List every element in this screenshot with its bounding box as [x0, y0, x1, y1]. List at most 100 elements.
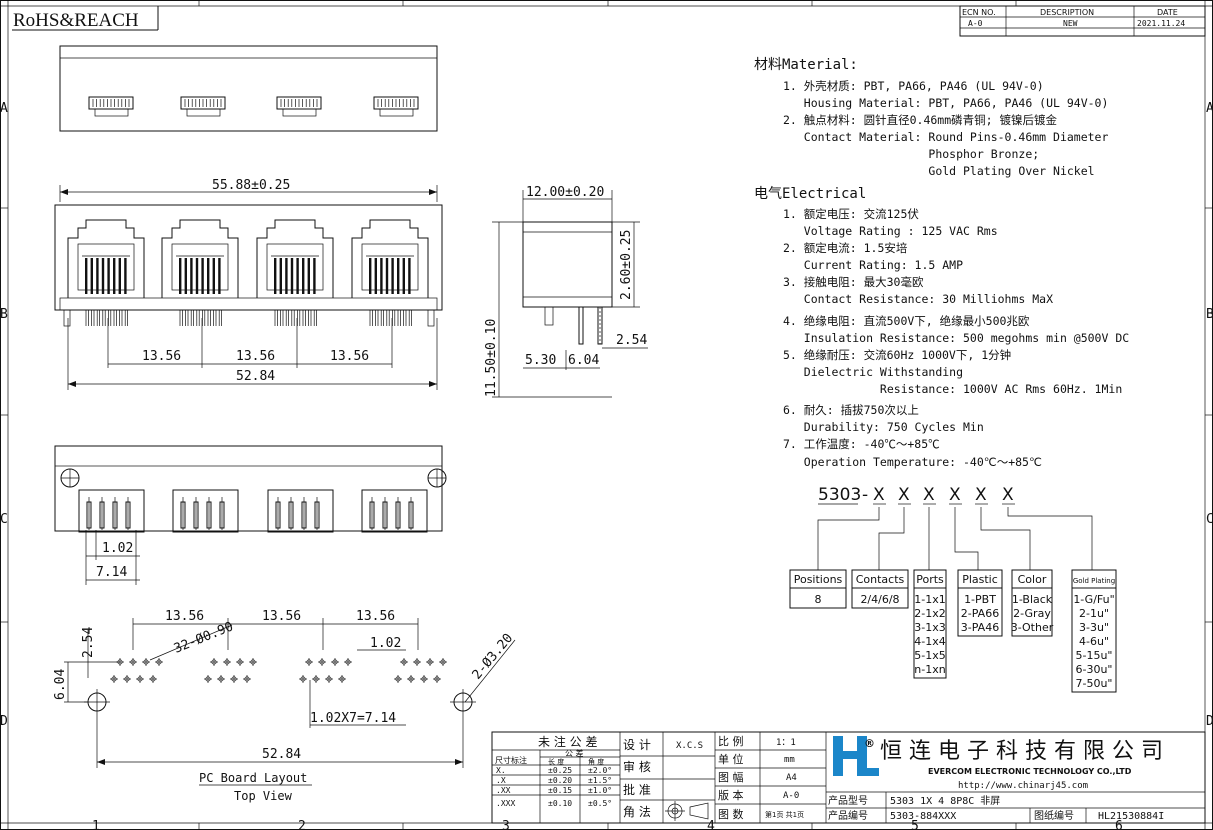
design-value: X.C.S: [676, 741, 703, 751]
pcb-span-dim: 1.02X7=7.14: [310, 711, 396, 726]
version-value: A-0: [783, 791, 799, 801]
pcb-row-dim: 2.54: [81, 627, 96, 658]
code-value: 5303-884XXX: [890, 811, 956, 822]
code-option: 4-1x4: [914, 635, 945, 648]
dim-side-height: 11.50±0.10: [484, 319, 499, 397]
part-slot: X: [923, 485, 935, 505]
unit-value: mm: [784, 755, 795, 765]
rohs-title: RoHS&REACH: [13, 10, 139, 31]
sheets-label: 图 数: [718, 808, 744, 821]
dwg-value: HL21530884I: [1098, 811, 1164, 822]
front-view: 55.88±0.25 13.56 13.56 13.56 52.84: [54, 178, 443, 390]
tol-len: ±0.20: [548, 776, 572, 785]
design-label: 设 计: [623, 738, 651, 752]
tol-len: ±0.15: [548, 786, 572, 795]
company-name-en: EVERCOM ELECTRONIC TECHNOLOGY CO.,LTD: [928, 767, 1132, 776]
part-dash: -: [862, 485, 868, 505]
front-port: [67, 219, 145, 298]
dim-side-pitch: 2.54: [616, 333, 647, 348]
material-line: Housing Material: PBT, PA66, PA46 (UL 94…: [783, 96, 1108, 110]
material-line: 2. 触点材料: 圆针直径0.46mm磷青铜; 镀镍后镀金: [783, 113, 1058, 127]
tol-key: X.: [496, 766, 506, 775]
col-label: 2: [298, 819, 306, 830]
logo-registered: ®: [864, 737, 875, 750]
row-label: A: [0, 101, 8, 116]
dim-pitch-3: 13.56: [330, 349, 369, 364]
ecn-table: ECN NO. DESCRIPTION DATE A-0 NEW 2021.11…: [959, 5, 1206, 37]
dim-pitch-2: 13.56: [236, 349, 275, 364]
code-option: 1-Black: [1012, 593, 1053, 606]
code-column: Contacts 2/4/6/8: [851, 569, 909, 609]
pcb-pitch-2: 13.56: [262, 609, 301, 624]
pcb-title: PC Board Layout: [199, 771, 307, 785]
spec-text: 材料Material: 1. 外壳材质: PBT, PA66, PA46 (UL…: [754, 57, 1129, 469]
code-column-label: Plastic: [962, 573, 998, 586]
ecn-desc: NEW: [1063, 19, 1078, 28]
ecn-no: A-0: [968, 19, 983, 28]
electrical-line: Insulation Resistance: 500 megohms min @…: [783, 331, 1129, 345]
code-option: 3-Other: [1011, 621, 1054, 634]
tol-key: .XXX: [496, 799, 515, 808]
tol-ang: ±1.0°: [588, 786, 612, 795]
code-option: 1-PBT: [964, 593, 996, 606]
electrical-line: 4. 绝缘电阻: 直流500V下, 绝缘最小500兆欧: [783, 314, 1030, 328]
version-label: 版 本: [718, 788, 744, 802]
port-windows: [88, 96, 419, 117]
unit-label: 单 位: [718, 752, 744, 766]
row-label: B: [1206, 307, 1213, 322]
tol-ang: ±1.5°: [588, 776, 612, 785]
frame-labels: 1 2 3 4 5 6 A B C D A B C D: [0, 101, 1213, 830]
dim-pin-span: 7.14: [96, 565, 127, 580]
part-code: 5303 - X X X X X X Positions8Contacts2/4…: [789, 485, 1117, 693]
code-option: 1-G/Fu": [1073, 593, 1114, 606]
dim-pitch-1: 13.56: [142, 349, 181, 364]
dim-side-b: 6.04: [568, 353, 599, 368]
dim-top-width: 55.88±0.25: [212, 178, 290, 193]
dim-side-a: 5.30: [525, 353, 556, 368]
tol-sub2: 角 度: [588, 757, 604, 766]
dim-bottom-width: 52.84: [236, 369, 275, 384]
code-option: 4-6u": [1079, 635, 1109, 648]
code-column-label: Ports: [916, 573, 944, 586]
col-label: 6: [1115, 819, 1123, 830]
electrical-line: Resistance: 1000V AC Rms 60Hz. 1Min: [783, 382, 1122, 396]
code-option: 2-PA66: [961, 607, 999, 620]
approve-label: 批 准: [623, 782, 651, 797]
ecn-date: 2021.11.24: [1137, 19, 1185, 28]
electrical-line: Contact Resistance: 30 Milliohms MaX: [783, 292, 1053, 306]
code-column: Gold Plating1-G/Fu"2-1u"3-3u"4-6u"5-15u"…: [1071, 569, 1117, 693]
scale-label: 比 例: [718, 734, 744, 748]
tol-len: ±0.25: [548, 766, 572, 775]
electrical-line: Current Rating: 1.5 AMP: [783, 258, 963, 272]
electrical-line: 2. 额定电流: 1.5安培: [783, 241, 908, 255]
part-slot: X: [898, 485, 910, 505]
tol-col1: 尺寸标注: [495, 755, 527, 765]
code-column-label: Color: [1018, 573, 1047, 586]
part-slot: X: [949, 485, 961, 505]
mount-pegs: [60, 468, 447, 488]
front-port: [161, 219, 239, 298]
dwg-label: 图纸编号: [1034, 809, 1074, 822]
electrical-line: 3. 接触电阻: 最大30毫欧: [783, 275, 924, 289]
review-label: 审 核: [623, 759, 651, 774]
electrical-line: Dielectric Withstanding: [783, 365, 963, 379]
pcb-holes-label: 32-Ø0.90: [172, 619, 236, 656]
pcb-layout: 13.56 13.56 13.56 32-Ø0.90 2-Ø3.20 1.02 …: [53, 609, 516, 803]
pcb-left-dim: 6.04: [53, 669, 68, 700]
material-line: 1. 外壳材质: PBT, PA66, PA46 (UL 94V-0): [783, 79, 1044, 93]
pcb-width-dim: 52.84: [262, 747, 301, 762]
bottom-view: 1.02 7.14: [54, 445, 447, 585]
code-column-label: Contacts: [856, 573, 905, 586]
tol-sub1: 长 度: [548, 757, 564, 766]
code-option: 2/4/6/8: [860, 593, 899, 606]
electrical-line: Operation Temperature: -40℃～+85℃: [783, 455, 1042, 469]
material-heading: 材料Material:: [754, 57, 858, 73]
projection-label: 角 法: [623, 805, 651, 819]
top-view: [59, 45, 438, 132]
code-label: 产品编号: [828, 809, 868, 822]
tol-col2: 公 差: [565, 748, 584, 758]
dim-pin-pitch: 1.02: [102, 541, 133, 556]
